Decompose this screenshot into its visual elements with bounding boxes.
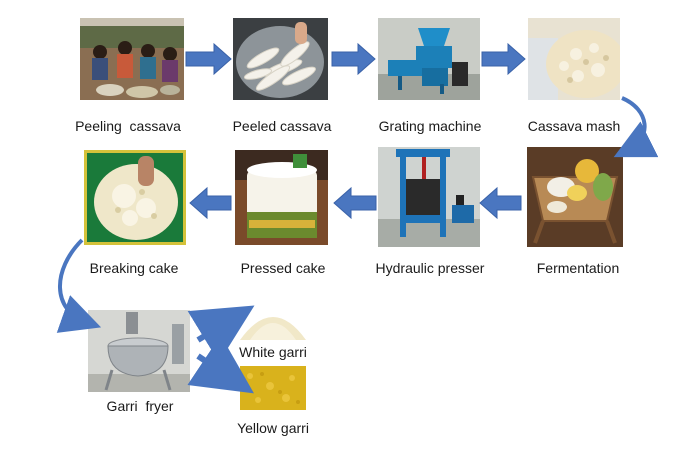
label-peeled-cassava: Peeled cassava [232, 118, 332, 134]
label-cassava-mash: Cassava mash [527, 118, 621, 134]
arrow-peeling-to-peeled [185, 42, 232, 76]
peeling-cassava-photo [80, 18, 184, 100]
garri-fryer-photo [88, 310, 190, 392]
label-grating-machine: Grating machine [378, 118, 482, 134]
arrow-grating-to-mash [481, 42, 526, 76]
arrow-mash-to-fermentation [613, 96, 659, 158]
arrow-pressed-to-breaking [189, 186, 232, 220]
pressed-cake-photo [235, 150, 328, 245]
label-yellow-garri: Yellow garri [237, 420, 309, 436]
label-hydraulic-presser: Hydraulic presser [375, 260, 485, 276]
arrow-breaking-to-fryer [56, 238, 102, 333]
arrow-fermentation-to-hydraulic [479, 186, 522, 220]
white-garri-photo [240, 292, 306, 340]
label-garri-fryer: Garri fryer [106, 398, 174, 414]
label-pressed-cake: Pressed cake [240, 260, 326, 276]
label-white-garri: White garri [239, 344, 307, 360]
cassava-mash-photo [528, 18, 620, 100]
label-fermentation: Fermentation [536, 260, 620, 276]
arrow-hydraulic-to-pressed [333, 186, 377, 220]
arrow-fryer-to-yellow [187, 335, 254, 394]
arrow-peeled-to-grating [331, 42, 376, 76]
arrow-fryer-to-white [187, 305, 255, 363]
fermentation-photo [527, 147, 623, 247]
grating-machine-photo [378, 18, 480, 100]
label-peeling-cassava: Peeling cassava [75, 118, 181, 134]
peeled-cassava-photo [233, 18, 328, 100]
hydraulic-presser-photo [378, 147, 480, 247]
yellow-garri-photo [240, 366, 306, 410]
breaking-cake-photo [84, 150, 186, 245]
label-breaking-cake: Breaking cake [89, 260, 179, 276]
